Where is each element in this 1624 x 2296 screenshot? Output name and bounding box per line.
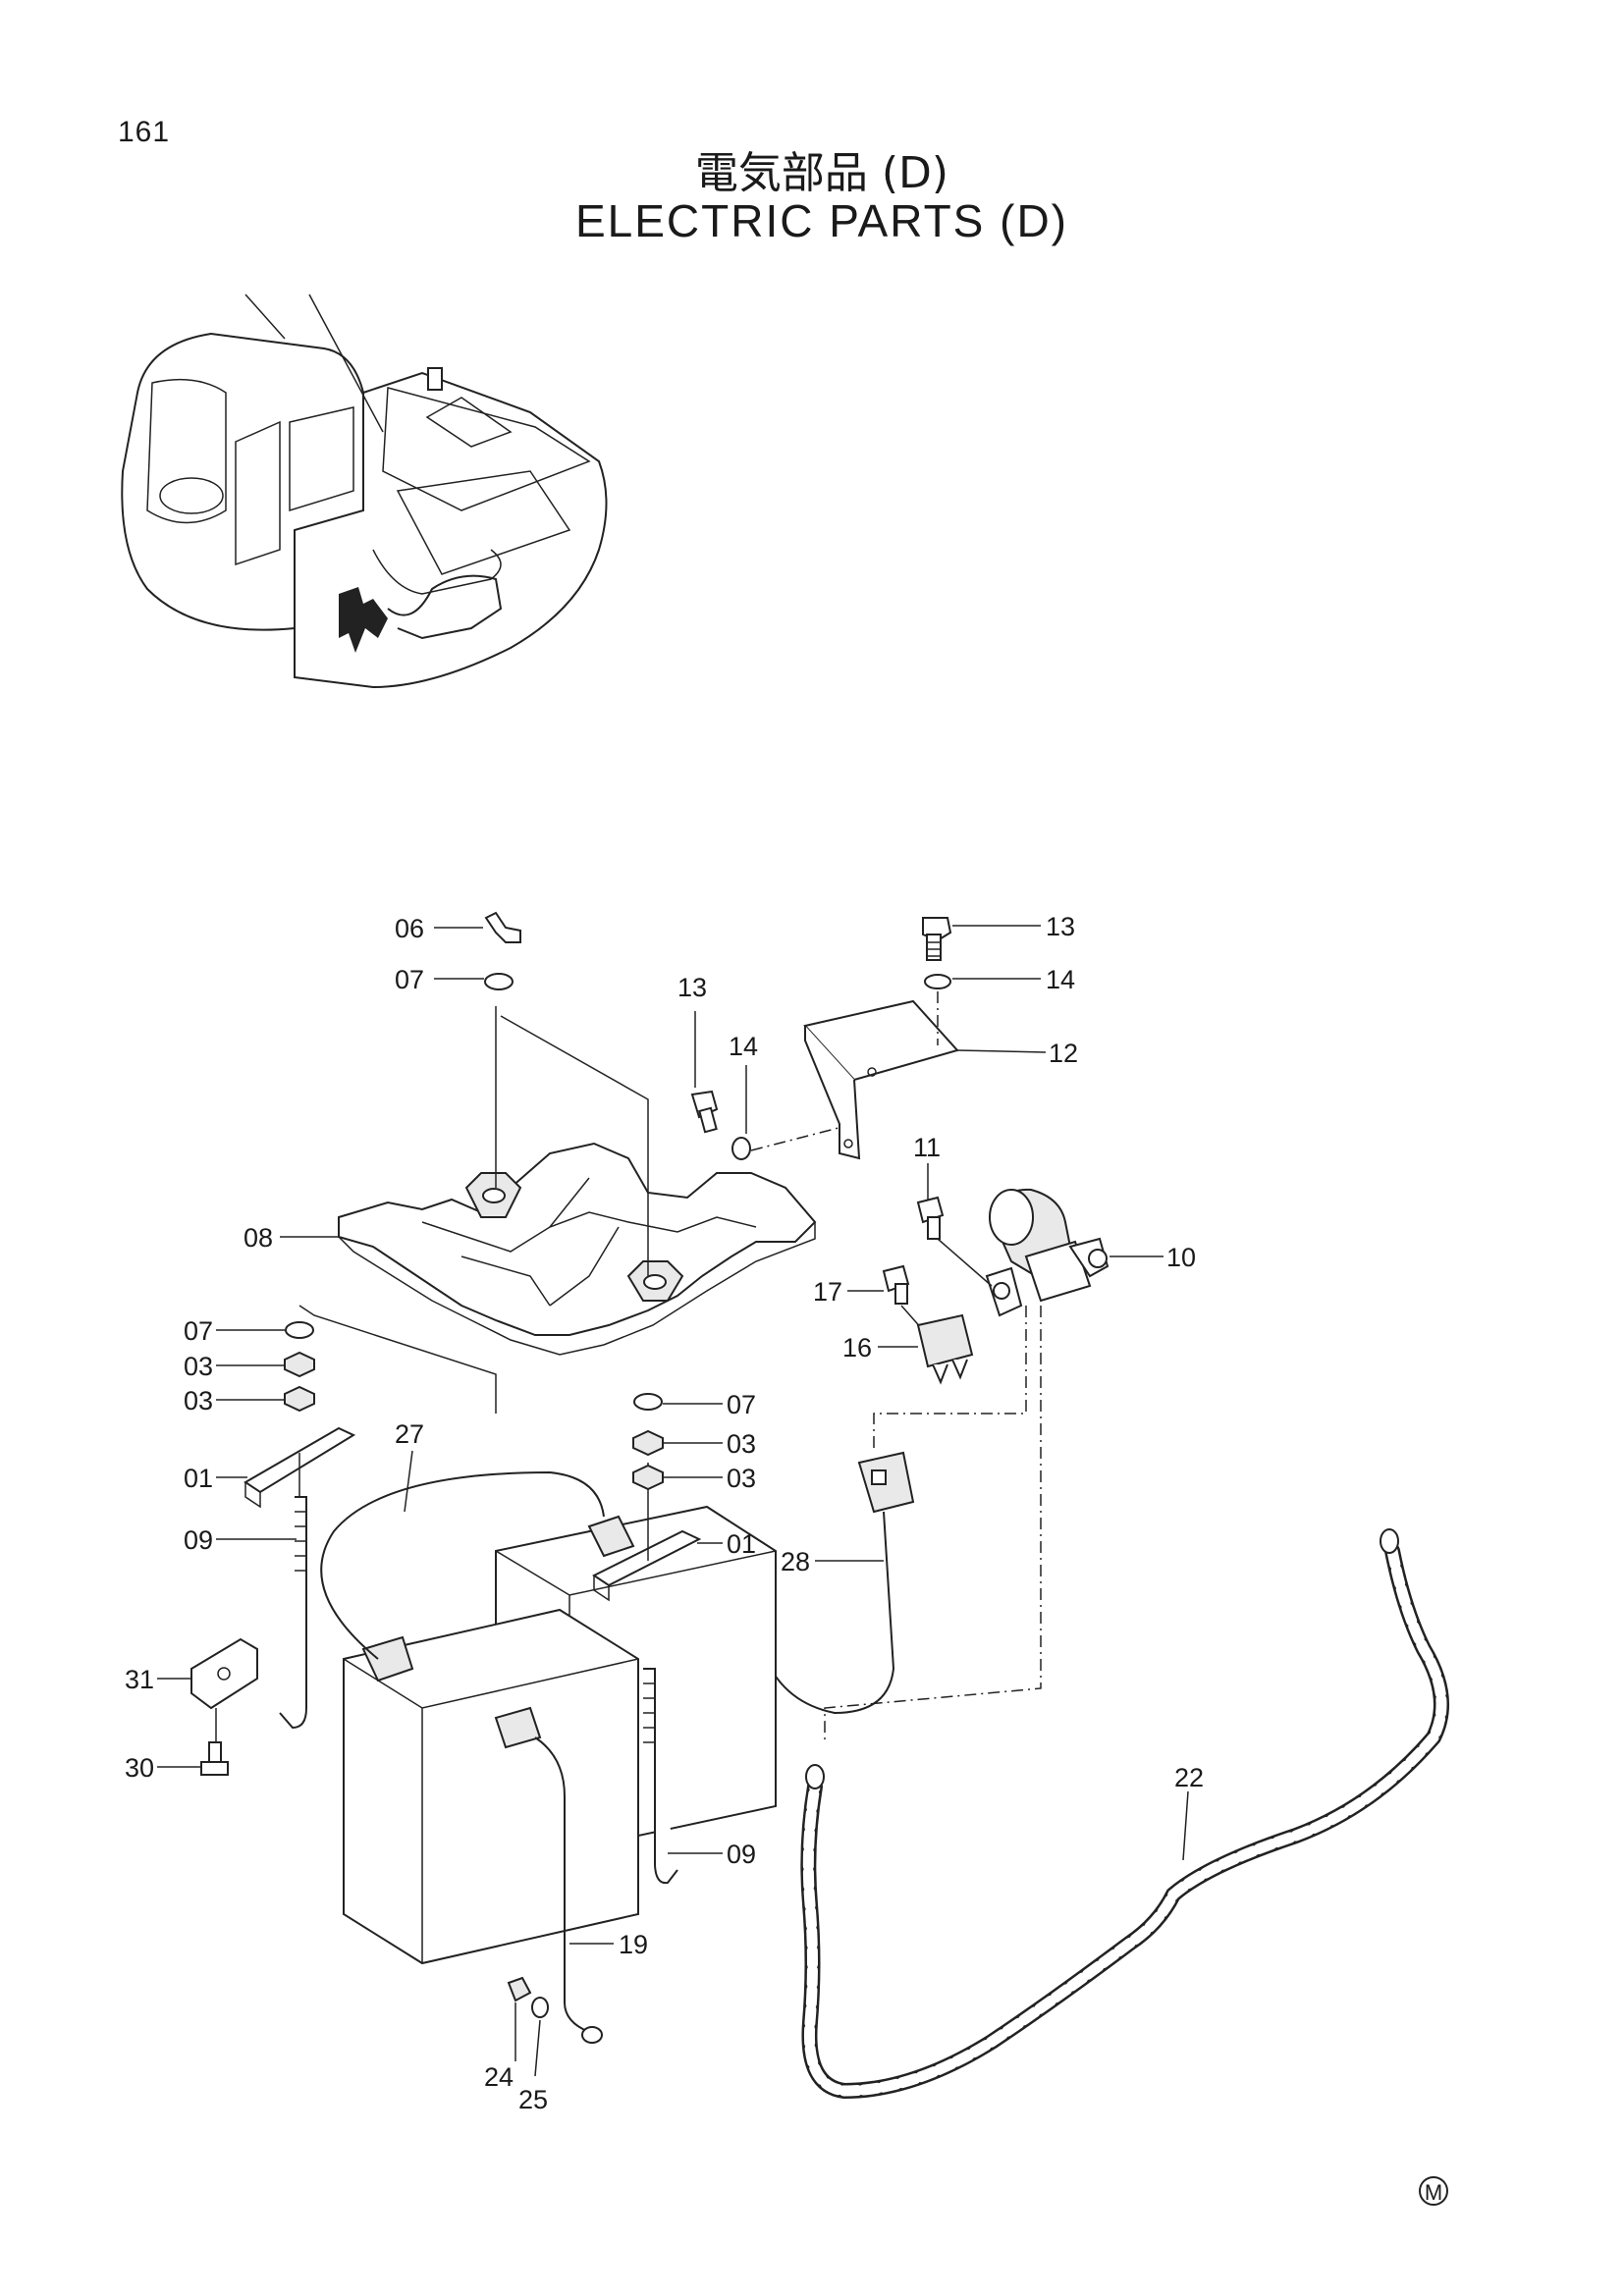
bolt-13-side [690,1090,719,1134]
cable-19 [534,1736,603,2044]
manufacturer-mark-letter: M [1425,2180,1442,2205]
callout-13: 13 [1046,912,1075,941]
callout-06: 06 [395,914,424,943]
callout-22: 22 [1174,1763,1204,1792]
callout-01: 01 [727,1529,756,1559]
callout-07: 07 [727,1390,756,1419]
battery-relay-10 [985,1188,1110,1317]
callout-07: 07 [184,1316,213,1346]
manufacturer-mark: M [1419,2176,1448,2206]
nut-03-left-a [284,1351,315,1378]
callout-09: 09 [727,1840,756,1869]
callout-03: 03 [184,1386,213,1415]
callout-12: 12 [1049,1039,1078,1068]
page-title-japanese: 電気部品 (D) [694,148,949,198]
nut-03-right-a [632,1429,664,1457]
callout-03: 03 [184,1352,213,1381]
washer-07-right [633,1393,663,1411]
hold-down-rod-09-right [643,1668,678,1885]
callout-25: 25 [518,2085,548,2114]
callout-14: 14 [729,1032,758,1061]
bracket-31 [190,1637,258,1710]
callout-08: 08 [244,1223,273,1253]
bolt-11 [916,1196,945,1240]
bolt-30 [200,1741,229,1776]
callout-17: 17 [813,1277,842,1307]
battery-front [343,1608,639,1965]
callout-28: 28 [781,1547,810,1576]
callout-03: 03 [727,1464,756,1493]
wing-nut-06 [484,911,521,943]
cable-27 [320,1470,605,1660]
page-title-english: ELECTRIC PARTS (D) [574,195,1069,246]
battery-tray [338,1142,817,1356]
callout-labels: 06 07 13 14 13 14 12 11 10 08 17 16 07 0… [125,912,1204,2114]
callout-leaders [157,925,1189,2077]
washer-14-side [731,1137,751,1160]
callout-13: 13 [677,973,707,1002]
callout-24: 24 [484,2062,514,2092]
callout-31: 31 [125,1665,154,1694]
bolt-13-upper [922,917,952,961]
callout-11: 11 [913,1133,941,1162]
callout-09: 09 [184,1525,213,1555]
washer-14-upper [924,974,951,989]
machine-overview-illustration [121,294,608,689]
hold-down-bracket-01-right [592,1529,702,1602]
page-number: 161 [118,116,171,148]
callout-03: 03 [727,1429,756,1459]
callout-19: 19 [619,1930,648,1959]
washer-07-left [285,1321,314,1339]
bolt-17 [882,1264,910,1305]
callout-14: 14 [1046,965,1075,994]
nut-03-right-b [632,1464,664,1491]
washer-07-top [484,973,514,990]
washer-25 [531,1997,549,2018]
callout-01: 01 [184,1464,213,1493]
callout-10: 10 [1166,1243,1196,1272]
fuse-16 [916,1313,974,1385]
callout-07: 07 [395,965,424,994]
nut-03-left-b [284,1385,315,1413]
nut-24 [507,1976,532,2002]
ground-cable-22 [800,1528,1449,2100]
callout-30: 30 [125,1753,154,1783]
callout-16: 16 [842,1333,872,1362]
hold-down-rod-09-left [279,1496,307,1730]
callout-27: 27 [395,1419,424,1449]
